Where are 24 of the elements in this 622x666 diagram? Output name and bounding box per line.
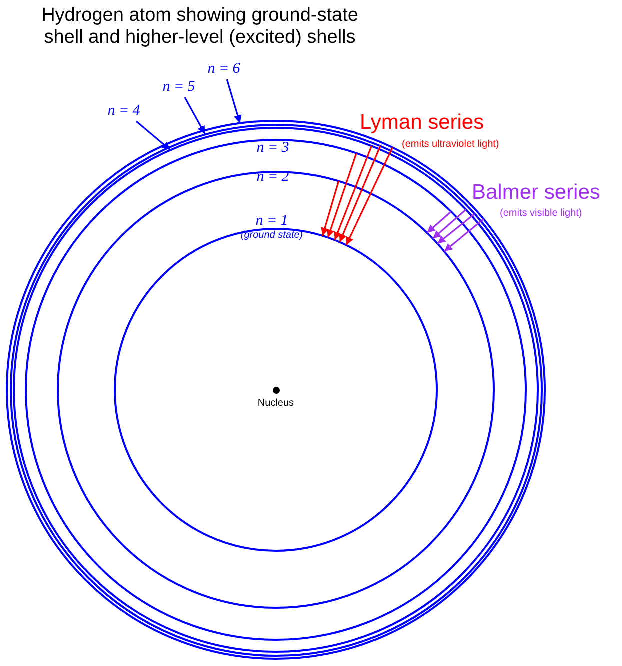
energy-level-label: n = 5 [162,79,196,96]
nucleus-label: Nucleus [258,398,294,409]
energy-level-label: n = 6 [208,61,240,78]
series-label: Lyman series [360,111,484,134]
energy-level-label: n = 1 [256,213,288,230]
leader-arrow [226,79,242,124]
leader-arrow [136,120,172,151]
leader-arrow [184,97,206,135]
energy-level-label: n = 3 [256,140,290,156]
transition-arrow [339,146,382,243]
series-note: (emits visible light) [500,208,582,219]
transition-arrow [326,153,358,238]
state-note: (ground state) [240,230,304,241]
series-label: Balmer series [472,181,600,204]
transition-arrow [432,209,467,240]
transition-arrow [444,218,484,252]
energy-level-label: n = 4 [108,103,140,120]
transition-arrow [321,181,340,236]
transition-arrow [334,146,372,240]
transition-arrow [437,213,476,244]
title: Hydrogen atom showing ground-state shell and higher-level (excited) shells [40,5,360,49]
transition-arrow [426,211,452,234]
series-note: (emits ultraviolet light) [402,139,500,150]
transition-arrow [346,147,394,246]
